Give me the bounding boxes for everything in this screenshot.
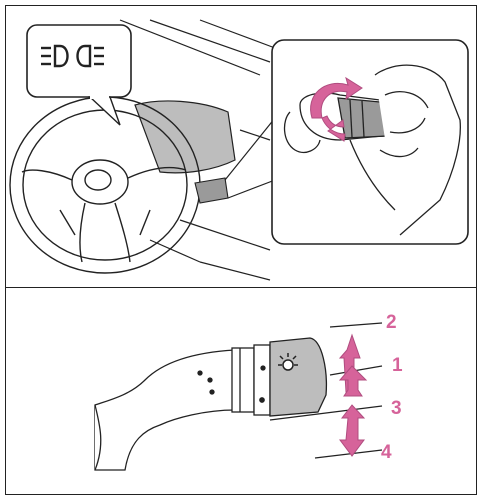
lever-body — [94, 337, 328, 471]
lever-collar — [231, 347, 255, 413]
position-label-1: 1 — [392, 355, 403, 376]
position-arrows — [338, 333, 368, 457]
position-label-4: 4 — [381, 442, 392, 463]
zoom-leader-lines — [224, 117, 276, 199]
rotate-arrow-icon — [310, 76, 363, 142]
headlight-indicator-icon — [41, 44, 104, 68]
lever-end-knob — [269, 337, 328, 417]
position-label-3: 3 — [391, 398, 402, 419]
position-line-3 — [269, 405, 383, 421]
panel-divider — [5, 287, 477, 288]
position-line-2 — [329, 322, 383, 328]
position-label-2: 2 — [386, 312, 397, 333]
dashboard-lines — [119, 19, 276, 281]
position-line-4 — [314, 449, 383, 459]
lever-headlamp-symbol — [278, 353, 298, 371]
hand-on-lever — [283, 64, 461, 236]
